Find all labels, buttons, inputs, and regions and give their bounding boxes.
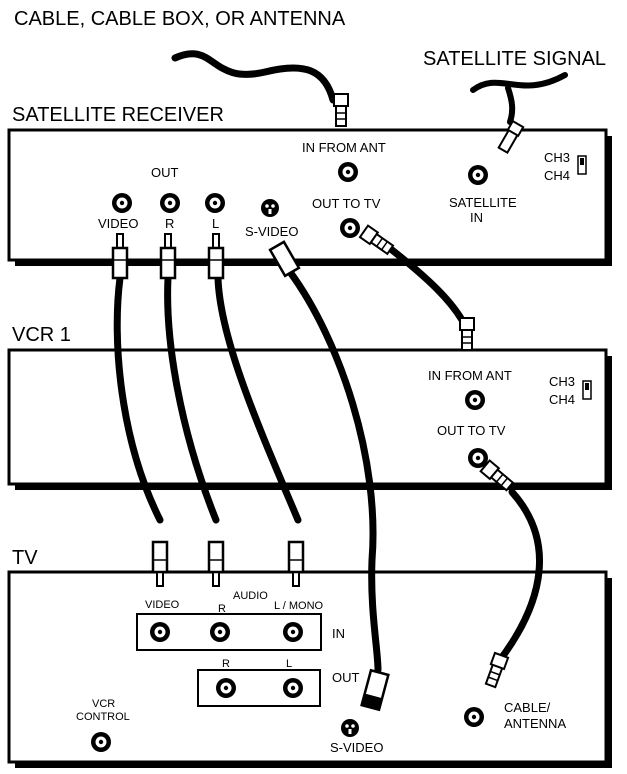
tv-in-label: IN	[332, 626, 345, 641]
tv-r-label: R	[218, 603, 226, 615]
vcr-in-from-ant-jack	[465, 390, 485, 410]
tv-video-in-jack	[150, 622, 170, 642]
audio-r-cable	[164, 274, 220, 524]
receiver-l-label: L	[212, 216, 219, 231]
tv-vcr-control-label-2: CONTROL	[76, 711, 130, 723]
cable-source-label: CABLE, CABLE BOX, OR ANTENNA	[14, 8, 346, 30]
satellite-connector	[497, 119, 525, 154]
tv-l-in-jack	[283, 622, 303, 642]
vcr-out-to-tv-label: OUT TO TV	[437, 423, 506, 438]
satellite-in-label-1: SATELLITE	[449, 195, 517, 210]
receiver-out-label: OUT	[151, 165, 179, 180]
tv-box	[7, 570, 608, 764]
vcr-in-from-ant-label: IN FROM ANT	[428, 368, 512, 383]
vcr1-label: VCR 1	[12, 324, 71, 346]
coax-vcr-to-tv	[496, 488, 543, 664]
audio-l-cable	[214, 274, 302, 524]
tv-s-video-label: S-VIDEO	[330, 740, 383, 755]
tv-vcr-control-jack	[91, 732, 111, 752]
tv-label: TV	[12, 547, 38, 569]
receiver-ch4-label: CH4	[544, 168, 570, 183]
receiver-out-to-tv-label: OUT TO TV	[312, 196, 381, 211]
receiver-video-jack	[112, 193, 132, 213]
tv-out-r-label: R	[222, 658, 230, 670]
receiver-r-label: R	[165, 216, 174, 231]
vcr-in-coax-plug	[459, 317, 475, 351]
antenna-cable	[171, 50, 337, 104]
tv-out-l-label: L	[286, 658, 292, 670]
satellite-signal-label: SATELLITE SIGNAL	[423, 48, 606, 70]
video-cable	[113, 274, 164, 524]
vcr-ch4-label: CH4	[549, 392, 575, 407]
tv-cable-antenna-jack	[464, 707, 484, 727]
tv-vcr-control-label-1: VCR	[92, 698, 115, 710]
satellite-cable-drop	[505, 85, 516, 125]
receiver-r-jack	[160, 193, 180, 213]
vcr-ch3-label: CH3	[549, 374, 575, 389]
tv-s-video-plug	[360, 668, 390, 712]
coax-receiver-to-vcr	[388, 246, 466, 324]
receiver-ch3-label: CH3	[544, 150, 570, 165]
tv-audio-label: AUDIO	[233, 590, 268, 602]
antenna-connector	[333, 93, 349, 127]
receiver-l-jack	[205, 193, 225, 213]
receiver-in-from-ant-jack	[338, 162, 358, 182]
receiver-s-video-label: S-VIDEO	[245, 224, 298, 239]
tv-l-mono-label: L / MONO	[274, 600, 324, 612]
s-video-cable	[286, 268, 382, 674]
satellite-cable	[470, 72, 568, 93]
tv-r-out-jack	[216, 678, 236, 698]
satellite-in-label-2: IN	[470, 210, 483, 225]
tv-cable-antenna-label-1: CABLE/	[504, 700, 551, 715]
receiver-s-video-jack	[261, 199, 279, 217]
tv-r-in-jack	[210, 622, 230, 642]
tv-cable-antenna-label-2: ANTENNA	[504, 716, 566, 731]
receiver-video-label: VIDEO	[98, 216, 138, 231]
receiver-s-video-plug	[268, 240, 301, 278]
satellite-receiver-label: SATELLITE RECEIVER	[12, 104, 224, 126]
tv-video-label: VIDEO	[145, 599, 180, 611]
tv-out-label: OUT	[332, 670, 360, 685]
receiver-in-from-ant-label: IN FROM ANT	[302, 140, 386, 155]
vcr1-box	[7, 348, 608, 486]
tv-l-out-jack	[283, 678, 303, 698]
receiver-out-to-tv-jack	[340, 218, 360, 238]
tv-s-video-jack	[341, 719, 359, 737]
satellite-in-jack	[468, 165, 488, 185]
